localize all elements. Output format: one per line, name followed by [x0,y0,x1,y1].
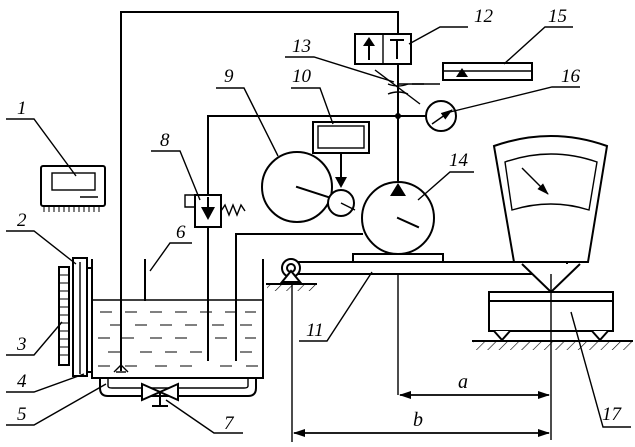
control-box [312,121,370,188]
recorder [442,62,533,81]
label-12: 12 [474,6,494,27]
solenoid-valve [184,115,246,361]
label-1: 1 [17,98,27,119]
label-10: 10 [292,66,312,87]
label-9: 9 [224,66,234,87]
label-4: 4 [17,371,27,392]
label-8: 8 [160,130,170,151]
valve [141,382,179,407]
display-device [40,165,106,212]
pressure-gauge [425,100,457,132]
main-pipe [113,11,399,373]
weighing-scale [472,135,633,440]
dimension-lines [291,282,550,442]
valve-12 [354,33,412,65]
leader-lines [6,26,631,434]
label-6: 6 [176,222,186,243]
label-14: 14 [449,150,469,171]
large-wheel [261,151,333,223]
label-11: 11 [306,320,324,341]
label-2: 2 [17,210,27,231]
label-13: 13 [292,36,311,57]
water-tank [91,259,264,379]
label-5: 5 [17,404,27,425]
throttle [374,69,421,105]
label-17: 17 [602,404,623,425]
label-16: 16 [561,66,581,87]
return-pipe [235,233,363,361]
manifold-line [207,63,440,181]
small-wheel [327,189,356,217]
dimension-b-label: b [413,409,423,431]
label-3: 3 [16,334,27,355]
label-7: 7 [224,413,235,434]
rotor-wheel [361,181,435,395]
dimension-a-label: a [458,371,468,393]
label-15: 15 [548,6,567,27]
level-gauge [58,257,93,377]
